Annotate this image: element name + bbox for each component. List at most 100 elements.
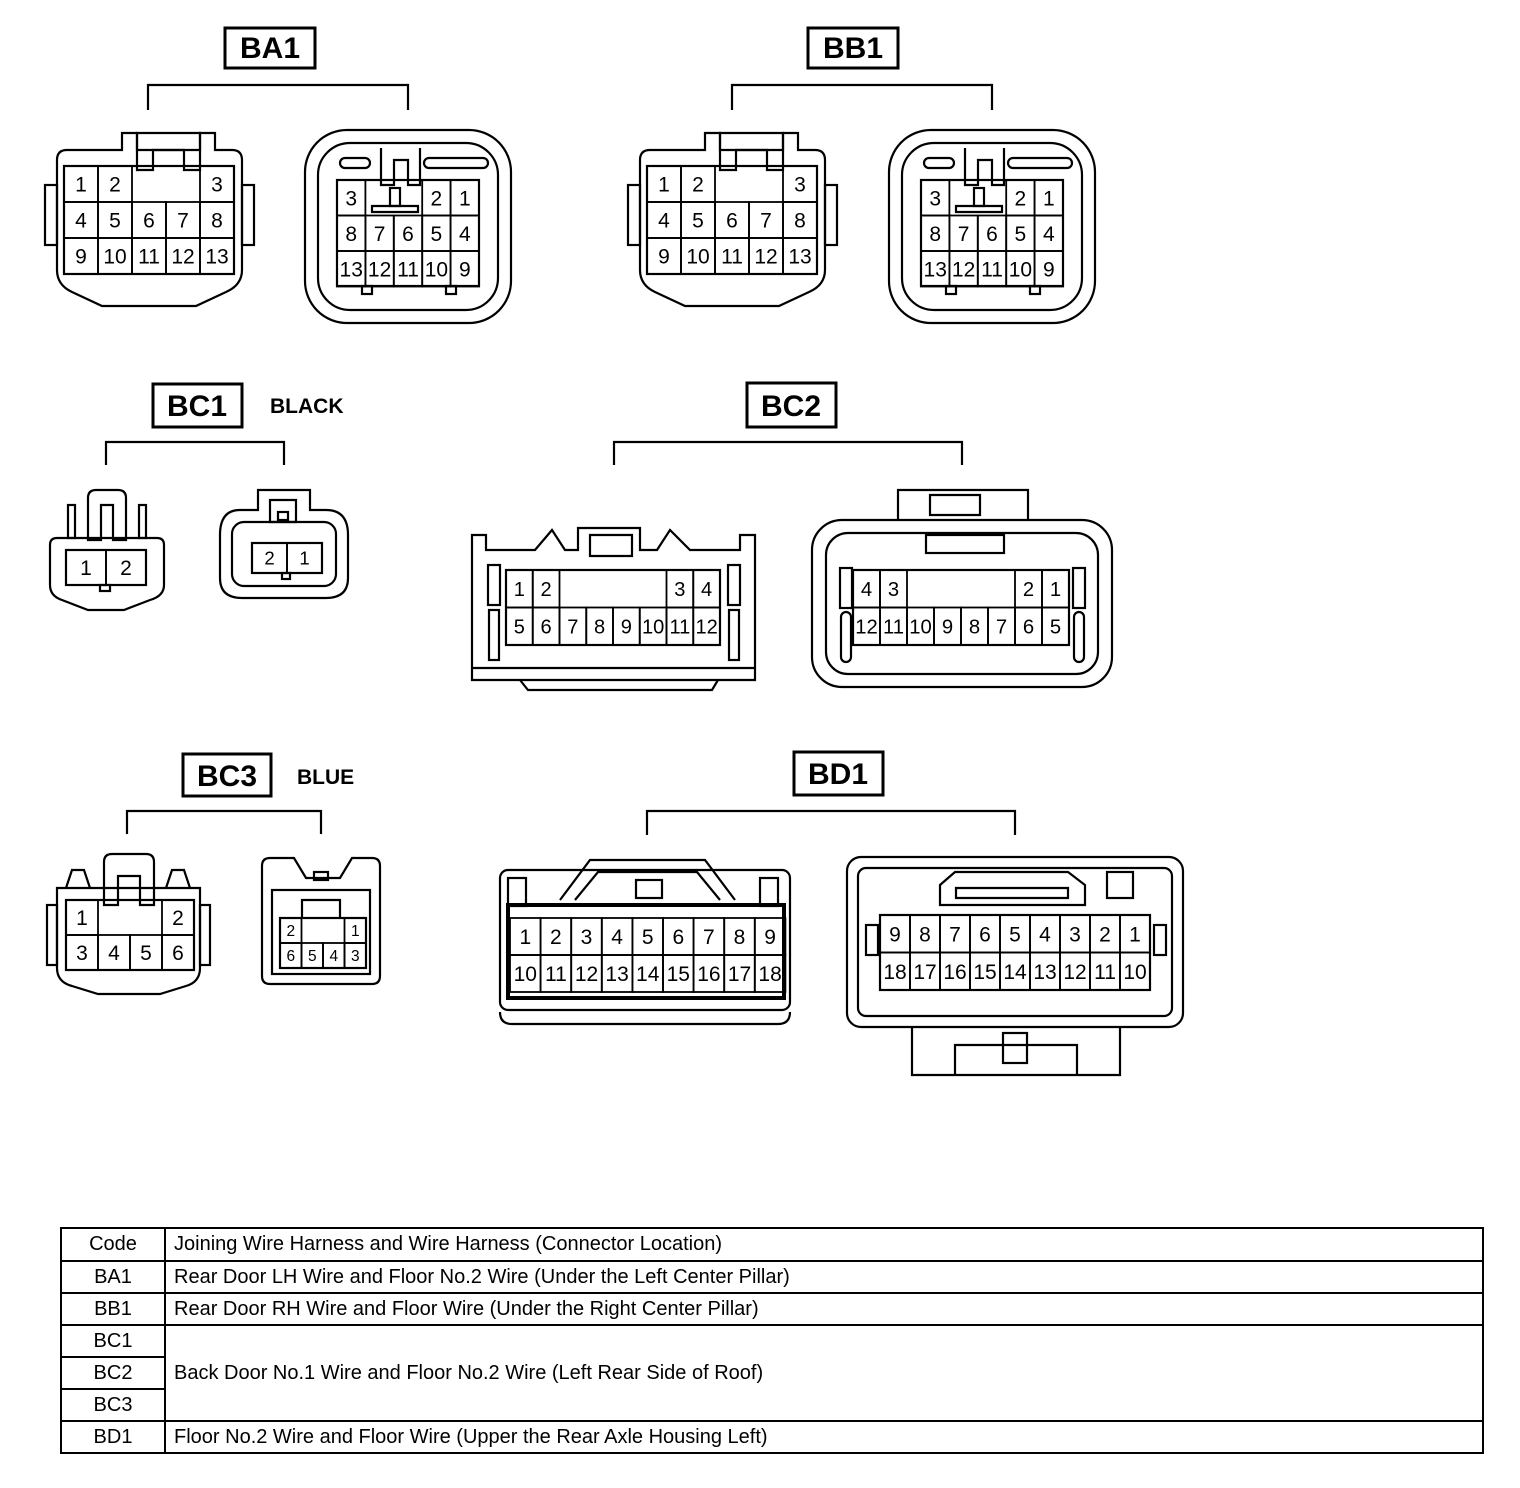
pin-number: 5 xyxy=(1015,223,1027,246)
pin-number: 6 xyxy=(402,223,414,246)
table-row: BB1 Rear Door RH Wire and Floor Wire (Un… xyxy=(60,1292,1484,1326)
pin-number: 15 xyxy=(667,963,690,986)
pin-number: 10 xyxy=(642,616,664,638)
pin-number: 10 xyxy=(1123,961,1146,984)
pin-number: 1 xyxy=(1129,923,1141,946)
pin-number: 2 xyxy=(120,557,132,580)
pin-cell xyxy=(161,934,195,971)
pin-number: 5 xyxy=(308,948,317,965)
pin-number: 6 xyxy=(726,210,738,233)
pin-number: 4 xyxy=(329,948,338,965)
pin-number: 2 xyxy=(550,926,562,949)
pin-number: 4 xyxy=(611,926,623,949)
code-cell: BD1 xyxy=(60,1420,166,1454)
pin-cell xyxy=(1033,250,1064,288)
code-cell: BA1 xyxy=(60,1260,166,1294)
pin-number: 11 xyxy=(669,616,690,638)
pin-number: 12 xyxy=(855,617,878,639)
pin-number: 10 xyxy=(686,246,709,269)
pin-number: 13 xyxy=(605,963,628,986)
pin-number: 1 xyxy=(76,907,88,930)
pin-number: 12 xyxy=(952,258,975,281)
desc-cell: Rear Door RH Wire and Floor Wire (Under … xyxy=(164,1292,1484,1326)
header-desc-cell: Joining Wire Harness and Wire Harness (C… xyxy=(164,1227,1484,1262)
pin-number: 15 xyxy=(973,961,996,984)
pin-cell xyxy=(753,954,787,993)
desc-cell: Back Door No.1 Wire and Floor No.2 Wire … xyxy=(164,1324,1484,1422)
pin-cell xyxy=(286,542,323,574)
pin-number: 13 xyxy=(788,246,811,269)
pin-cell xyxy=(105,549,147,586)
pin-number: 5 xyxy=(642,926,654,949)
pin-number: 7 xyxy=(949,923,961,946)
code-cell: BB1 xyxy=(60,1292,166,1326)
pin-number: 8 xyxy=(929,223,941,246)
pin-number: 9 xyxy=(1043,258,1055,281)
pin-number: 8 xyxy=(969,617,980,639)
code-cell: BC2 xyxy=(60,1356,166,1390)
pin-number: 9 xyxy=(75,246,87,269)
pin-number: 8 xyxy=(794,210,806,233)
pin-number: 5 xyxy=(431,223,443,246)
pin-number: 2 xyxy=(1023,579,1034,601)
pin-number: 12 xyxy=(171,246,194,269)
pin-number: 17 xyxy=(913,961,936,984)
pin-number: 5 xyxy=(109,210,121,233)
pin-number: 12 xyxy=(575,963,598,986)
pin-number: 18 xyxy=(758,963,781,986)
pin-number: 2 xyxy=(1099,923,1111,946)
table-row: BD1 Floor No.2 Wire and Floor Wire (Uppe… xyxy=(60,1420,1484,1454)
pin-number: 3 xyxy=(1069,923,1081,946)
pin-number: 6 xyxy=(541,616,552,638)
code-cell: BC1 xyxy=(60,1324,166,1358)
pin-number: 7 xyxy=(567,616,578,638)
pin-number: 11 xyxy=(397,258,419,281)
pin-number: 10 xyxy=(425,258,448,281)
pin-number: 9 xyxy=(621,616,632,638)
pin-number: 13 xyxy=(1033,961,1056,984)
pin-number: 5 xyxy=(140,942,152,965)
pin-number: 3 xyxy=(211,174,223,197)
pin-number: 8 xyxy=(211,210,223,233)
pin-number: 1 xyxy=(1043,187,1055,210)
pin-number: 1 xyxy=(514,579,525,601)
desc-cell: Floor No.2 Wire and Floor Wire (Upper th… xyxy=(164,1420,1484,1454)
pin-number: 12 xyxy=(754,246,777,269)
pin-number: 4 xyxy=(75,210,87,233)
pin-number: 9 xyxy=(459,258,471,281)
pin-number: 6 xyxy=(979,923,991,946)
pin-number: 6 xyxy=(986,223,998,246)
pin-number: 2 xyxy=(692,174,704,197)
pin-number: 3 xyxy=(345,187,357,210)
pin-number: 1 xyxy=(519,926,531,949)
pin-cell xyxy=(782,237,818,275)
pin-number: 12 xyxy=(368,258,391,281)
pin-number: 4 xyxy=(701,579,712,601)
code-label-ba1: BA1 xyxy=(240,32,300,65)
pin-number: 1 xyxy=(1050,579,1061,601)
pin-number: 6 xyxy=(286,948,295,965)
code-label-bc1: BC1 xyxy=(167,390,227,423)
pin-number: 11 xyxy=(981,258,1003,281)
pin-number: 2 xyxy=(431,187,443,210)
pin-number: 2 xyxy=(109,174,121,197)
pin-number: 11 xyxy=(721,246,743,269)
pin-number: 8 xyxy=(919,923,931,946)
pin-number: 9 xyxy=(658,246,670,269)
pin-number: 3 xyxy=(351,948,360,965)
color-note-bc1: BLACK xyxy=(270,395,344,418)
